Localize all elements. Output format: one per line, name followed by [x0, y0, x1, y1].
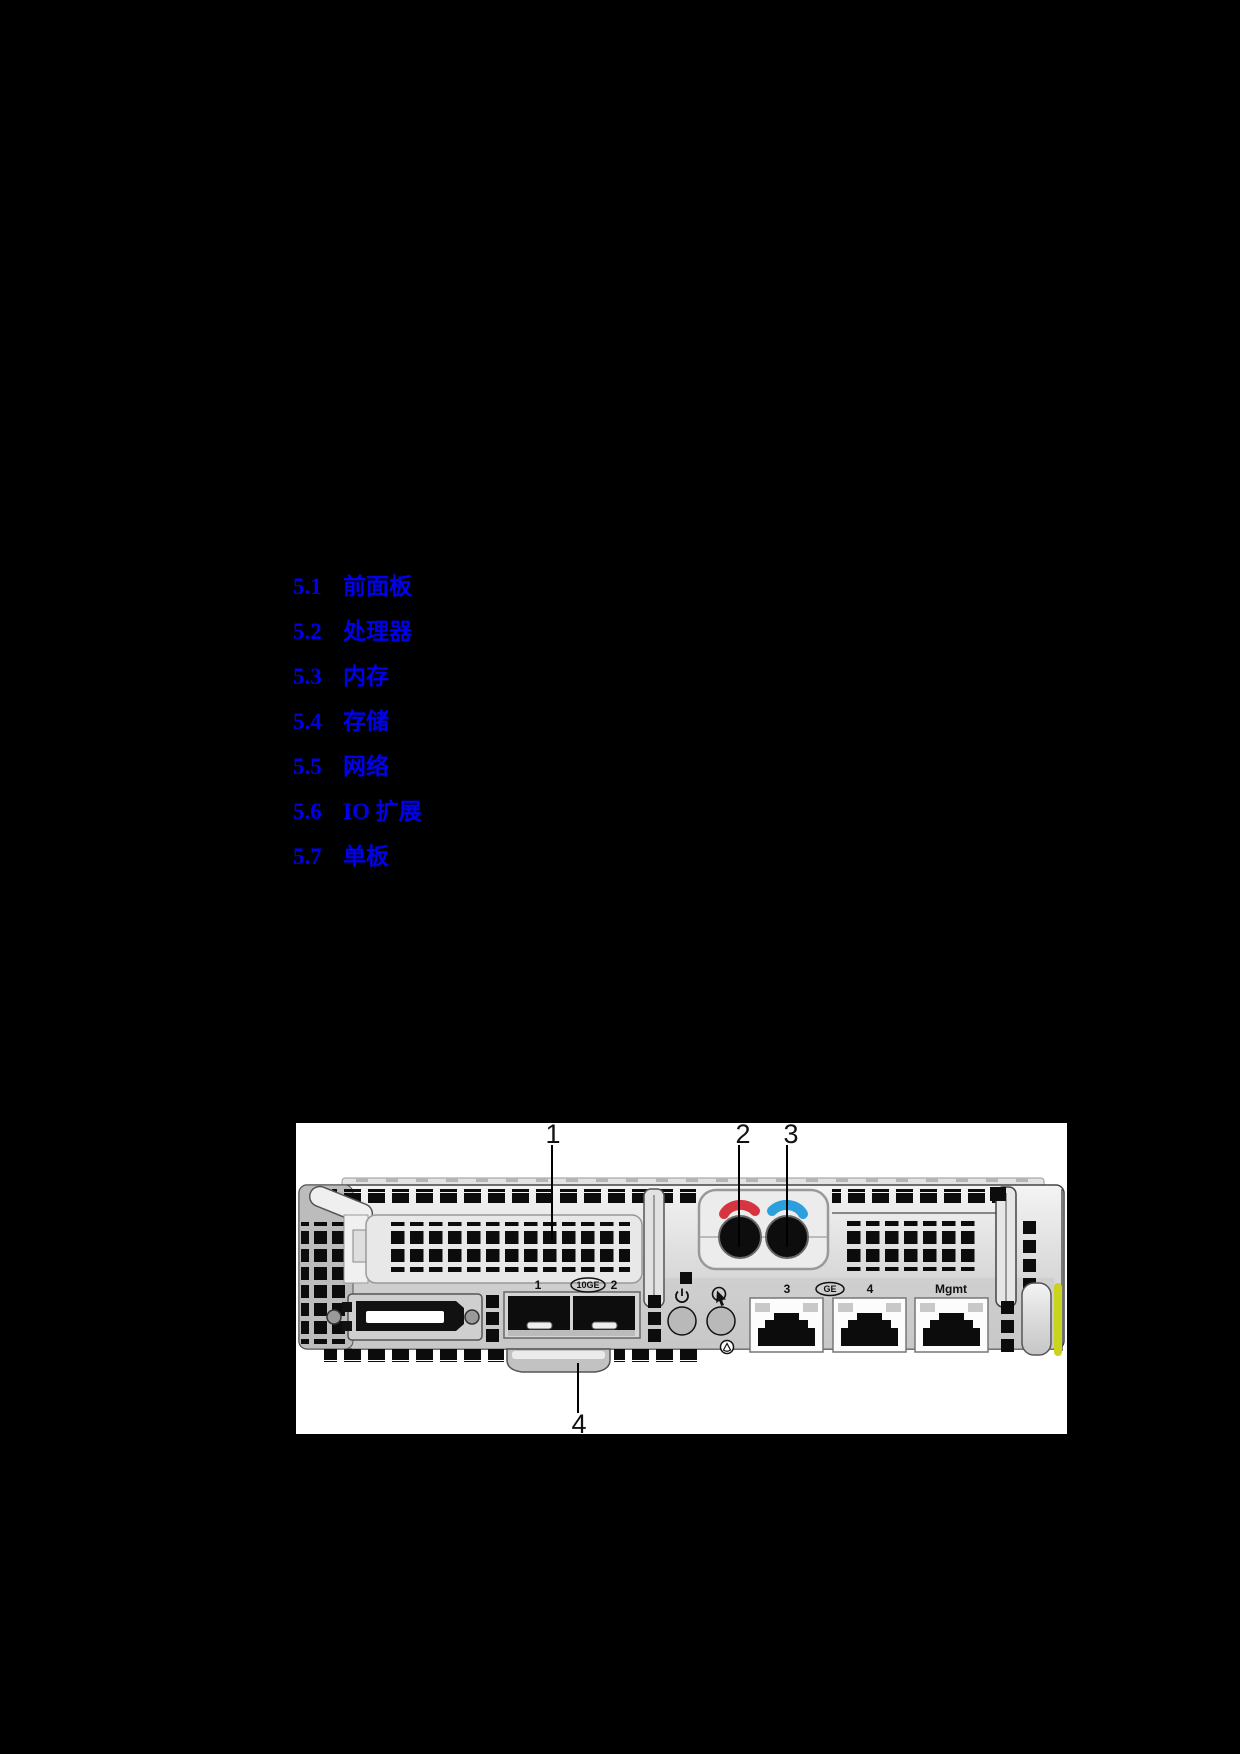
small-vent-column-left: [486, 1295, 499, 1342]
slot-vent-grid: [389, 1222, 630, 1272]
power-button: [667, 1306, 697, 1336]
thumbscrew-right: [464, 1309, 480, 1325]
toc-label: IO 扩展: [343, 799, 422, 824]
sfp-badge-label: 10GE: [576, 1280, 599, 1290]
small-vent-column-mid: [648, 1272, 692, 1342]
toc-link-processor[interactable]: 5.2 处理器: [293, 620, 422, 665]
callout-number-3: 3: [783, 1123, 798, 1149]
latch-handle: [1021, 1282, 1052, 1356]
toc-link-storage[interactable]: 5.4 存储: [293, 710, 422, 755]
bottom-vent-row: [324, 1349, 702, 1362]
serial-connector: [326, 1293, 483, 1341]
toc-label: 内存: [343, 664, 389, 689]
callout-number-4: 4: [571, 1409, 586, 1434]
io-slot-area: [343, 1214, 643, 1284]
sfp-port-2-label: 2: [611, 1278, 618, 1292]
rj45-port-3: [749, 1297, 824, 1353]
callout-number-2: 2: [735, 1123, 750, 1149]
sfp-cage: [503, 1291, 641, 1339]
callout-number-1: 1: [545, 1123, 560, 1149]
right-vent-grid: [832, 1212, 1006, 1271]
toc-number: 5.1: [293, 574, 322, 599]
cold-connector-arc: [767, 1199, 808, 1219]
rj45-port-4-label: 4: [867, 1282, 874, 1296]
pull-out-label-tab: [506, 1348, 611, 1373]
toc-number: 5.6: [293, 799, 322, 824]
cooling-connector-plate: [697, 1188, 830, 1271]
ge-badge-label: GE: [823, 1284, 836, 1294]
power-icon: [675, 1288, 689, 1303]
rj45-port-4: [832, 1297, 907, 1353]
toc-link-front-panel[interactable]: 5.1 前面板: [293, 575, 422, 620]
toc-link-memory[interactable]: 5.3 内存: [293, 665, 422, 710]
toc-section-links: 5.1 前面板 5.2 处理器 5.3 内存 5.4 存储 5.5 网络 5.6 IO 扩展…: [293, 575, 422, 890]
toc-number: 5.2: [293, 619, 322, 644]
right-latch-assembly: [990, 1186, 1062, 1356]
sfp-port-1-label: 1: [535, 1278, 542, 1292]
toc-label: 处理器: [343, 619, 412, 644]
top-vent-row: [332, 1189, 1008, 1203]
rj45-port-mgmt: [914, 1297, 989, 1353]
rj45-port-3-label: 3: [784, 1282, 791, 1296]
toc-link-io-expansion[interactable]: 5.6 IO 扩展: [293, 800, 422, 845]
hinge-bracket: [643, 1188, 665, 1308]
toc-number: 5.3: [293, 664, 322, 689]
mgmt-port-label: Mgmt: [935, 1282, 967, 1296]
toc-number: 5.4: [293, 709, 322, 734]
left-vent-grid: [301, 1222, 348, 1344]
toc-number: 5.7: [293, 844, 322, 869]
server-rear-panel-drawing: 1 10GE 2: [298, 1119, 1065, 1439]
toc-link-board[interactable]: 5.7 单板: [293, 845, 422, 890]
uid-button: [706, 1306, 736, 1336]
toc-link-network[interactable]: 5.5 网络: [293, 755, 422, 800]
thumbscrew-left: [326, 1309, 342, 1325]
callout-lines: [551, 1145, 788, 1413]
toc-label: 前面板: [343, 574, 412, 599]
toc-label: 存储: [343, 709, 389, 734]
toc-label: 网络: [343, 754, 389, 779]
uid-icon: [711, 1286, 727, 1306]
ge-speed-badge: GE: [815, 1281, 845, 1297]
sfp-speed-badge: 10GE: [570, 1277, 606, 1293]
latch-yellow-bar: [1054, 1283, 1062, 1356]
toc-label: 单板: [343, 844, 389, 869]
server-panel-figure: 1 10GE 2: [296, 1119, 1067, 1439]
toc-number: 5.5: [293, 754, 322, 779]
label-tab-icon: [719, 1339, 735, 1355]
